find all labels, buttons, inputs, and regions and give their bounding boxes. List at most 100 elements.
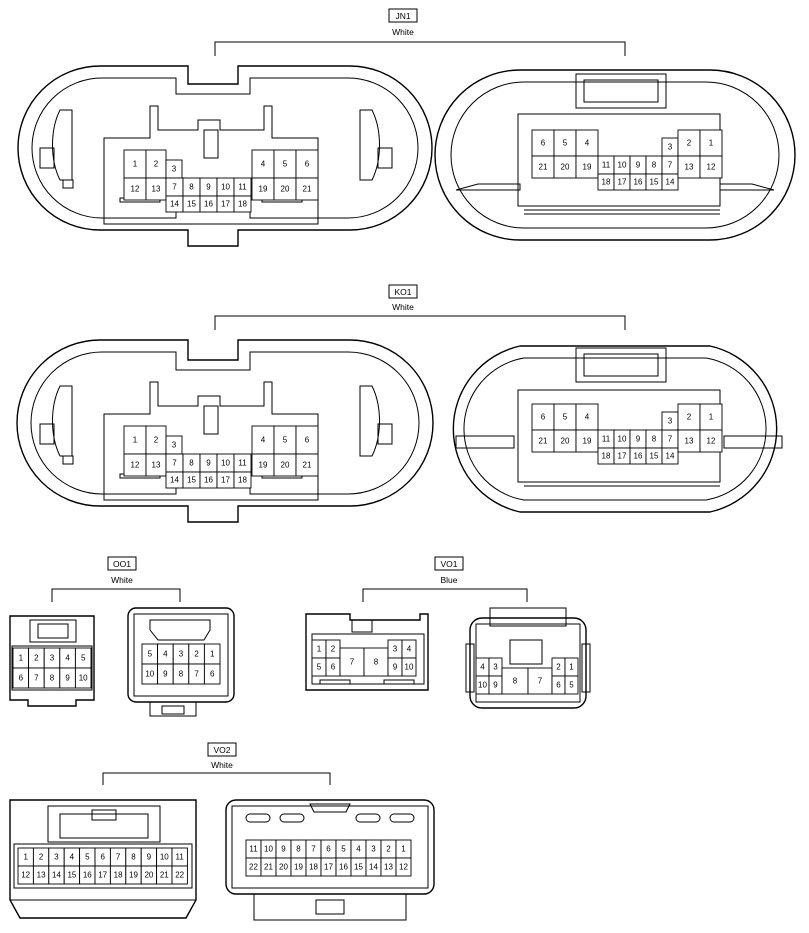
- vo2-male-pin-label: 18: [309, 863, 318, 872]
- vo1-female-pin-label: 4: [407, 645, 412, 654]
- vo1-female-pin-cell: [339, 647, 365, 677]
- oo1-male-pin-label: 3: [179, 650, 184, 659]
- vo1-male-pin-label: 6: [556, 681, 561, 690]
- ko1-male-pin-label: 7: [668, 435, 673, 444]
- oo1-female-pin-label: 8: [50, 674, 55, 683]
- ko1-male-pin-label: 9: [636, 435, 641, 444]
- oo1-female-pin-label: 2: [34, 654, 39, 663]
- vo2-female-pin-label: 12: [21, 871, 30, 880]
- oo1-male-pin-label: 6: [210, 670, 215, 679]
- ko1-male-pin-label: 17: [618, 452, 627, 461]
- ko1-male-pin-label: 15: [650, 452, 659, 461]
- jn1-female-pin-label: 20: [281, 185, 290, 194]
- ko1-male-pin-label: 11: [602, 435, 611, 444]
- ko1-id: KO1: [394, 287, 411, 297]
- vo2-male-pin-label: 3: [371, 845, 376, 854]
- jn1-female-pin-label: 17: [221, 200, 230, 209]
- ko1-male-pin-label: 20: [561, 437, 570, 446]
- ko1-female-pin-label: 8: [189, 459, 194, 468]
- vo2-female-pin-label: 14: [52, 871, 61, 880]
- oo1-color: White: [111, 575, 133, 585]
- vo2-id-box: [207, 742, 237, 757]
- vo2-male-pin-label: 11: [249, 845, 258, 854]
- vo1-male-pin-label: 8: [513, 677, 518, 686]
- jn1-female-pin-label: 15: [187, 200, 196, 209]
- oo1-male-pin-label: 7: [194, 670, 199, 679]
- ko1-male-pin-label: 19: [583, 437, 592, 446]
- jn1-male-pin-label: 12: [707, 163, 716, 172]
- ko1-male-pin-cell: [661, 447, 679, 465]
- jn1-female-pin-label: 9: [206, 183, 211, 192]
- ko1-male-pin-label: 18: [602, 452, 611, 461]
- ko1-female-pin-label: 5: [283, 436, 288, 445]
- jn1-color: White: [392, 27, 414, 37]
- ko1-male-pin-label: 21: [539, 437, 548, 446]
- jn1-bracket: [214, 41, 626, 56]
- vo1-female-pin-label: 9: [393, 663, 398, 672]
- ko1-female-pin-label: 10: [221, 459, 230, 468]
- vo2-female-pin-label: 6: [100, 853, 105, 862]
- jn1-female-pin-label: 7: [172, 183, 177, 192]
- ko1-male-pin-label: 12: [707, 437, 716, 446]
- ko1-female-pin-label: 19: [259, 461, 268, 470]
- vo2-male-pin-label: 13: [384, 863, 393, 872]
- jn1-male-pin-label: 5: [563, 139, 568, 148]
- jn1-male-pin-label: 9: [636, 161, 641, 170]
- vo1-id: VO1: [440, 559, 457, 569]
- ko1-female-pin-label: 20: [281, 461, 290, 470]
- oo1-female-pin-label: 4: [65, 654, 70, 663]
- jn1-female-pin-label: 14: [170, 200, 179, 209]
- vo2-male-pin-label: 8: [296, 845, 301, 854]
- jn1-male-pin-label: 20: [561, 163, 570, 172]
- vo1-male-pin-label: 9: [493, 681, 498, 690]
- ko1-color: White: [392, 302, 414, 312]
- vo2-female-pin-label: 9: [147, 853, 152, 862]
- jn1-female-pin-label: 4: [261, 160, 266, 169]
- vo2-male-pin-label: 2: [386, 845, 391, 854]
- vo2-female-pin-label: 10: [160, 853, 169, 862]
- ko1-female-pin-label: 14: [170, 476, 179, 485]
- oo1-male-pin-label: 4: [163, 650, 168, 659]
- vo2-male-pin-label: 20: [279, 863, 288, 872]
- vo2-female-pin-label: 22: [175, 871, 184, 880]
- vo2-female-pin-label: 5: [85, 853, 90, 862]
- vo1-male-pin-cell: [501, 667, 529, 695]
- vo1-female-pin-label: 8: [374, 658, 379, 667]
- jn1-female-pin-label: 13: [152, 185, 161, 194]
- jn1-male-pin-label: 10: [618, 161, 627, 170]
- oo1-male-pin-label: 8: [179, 670, 184, 679]
- ko1-bracket: [214, 315, 626, 330]
- vo2-male-pin-label: 5: [341, 845, 346, 854]
- jn1-female-pin-label: 12: [131, 185, 140, 194]
- ko1-female-pin-label: 17: [221, 476, 230, 485]
- ko1-male-pin-label: 14: [666, 452, 675, 461]
- oo1-female-pin-label: 1: [19, 654, 24, 663]
- jn1-male-housing: [434, 69, 796, 241]
- vo2-female-pin-label: 3: [54, 853, 59, 862]
- jn1-female-pin-label: 1: [133, 160, 138, 169]
- oo1-id-box: [107, 556, 137, 571]
- vo2-female-pin-label: 11: [176, 853, 185, 862]
- vo2-female-pin-label: 16: [83, 871, 92, 880]
- jn1-male-pin-label: 1: [709, 139, 714, 148]
- vo2-female-pin-label: 7: [116, 853, 121, 862]
- vo2-male-pin-label: 17: [324, 863, 333, 872]
- vo1-female-pin-label: 5: [317, 663, 322, 672]
- vo1-female-pin-label: 7: [350, 658, 355, 667]
- ko1-female-pin-cell: [295, 453, 319, 477]
- ko1-id-box: [388, 284, 418, 299]
- oo1-female-pin-label: 7: [34, 674, 39, 683]
- vo1-id-box: [434, 556, 464, 571]
- ko1-female-pin-label: 13: [152, 461, 161, 470]
- jn1-male-pin-label: 21: [539, 163, 548, 172]
- jn1-female-pin-label: 3: [172, 165, 177, 174]
- vo2-id: VO2: [213, 745, 230, 755]
- jn1-male-pin-label: 13: [685, 163, 694, 172]
- jn1-female-pin-label: 16: [204, 200, 213, 209]
- oo1-female-pin-label: 3: [50, 654, 55, 663]
- jn1-female-pin-label: 18: [238, 200, 247, 209]
- jn1-female-pin-label: 19: [259, 185, 268, 194]
